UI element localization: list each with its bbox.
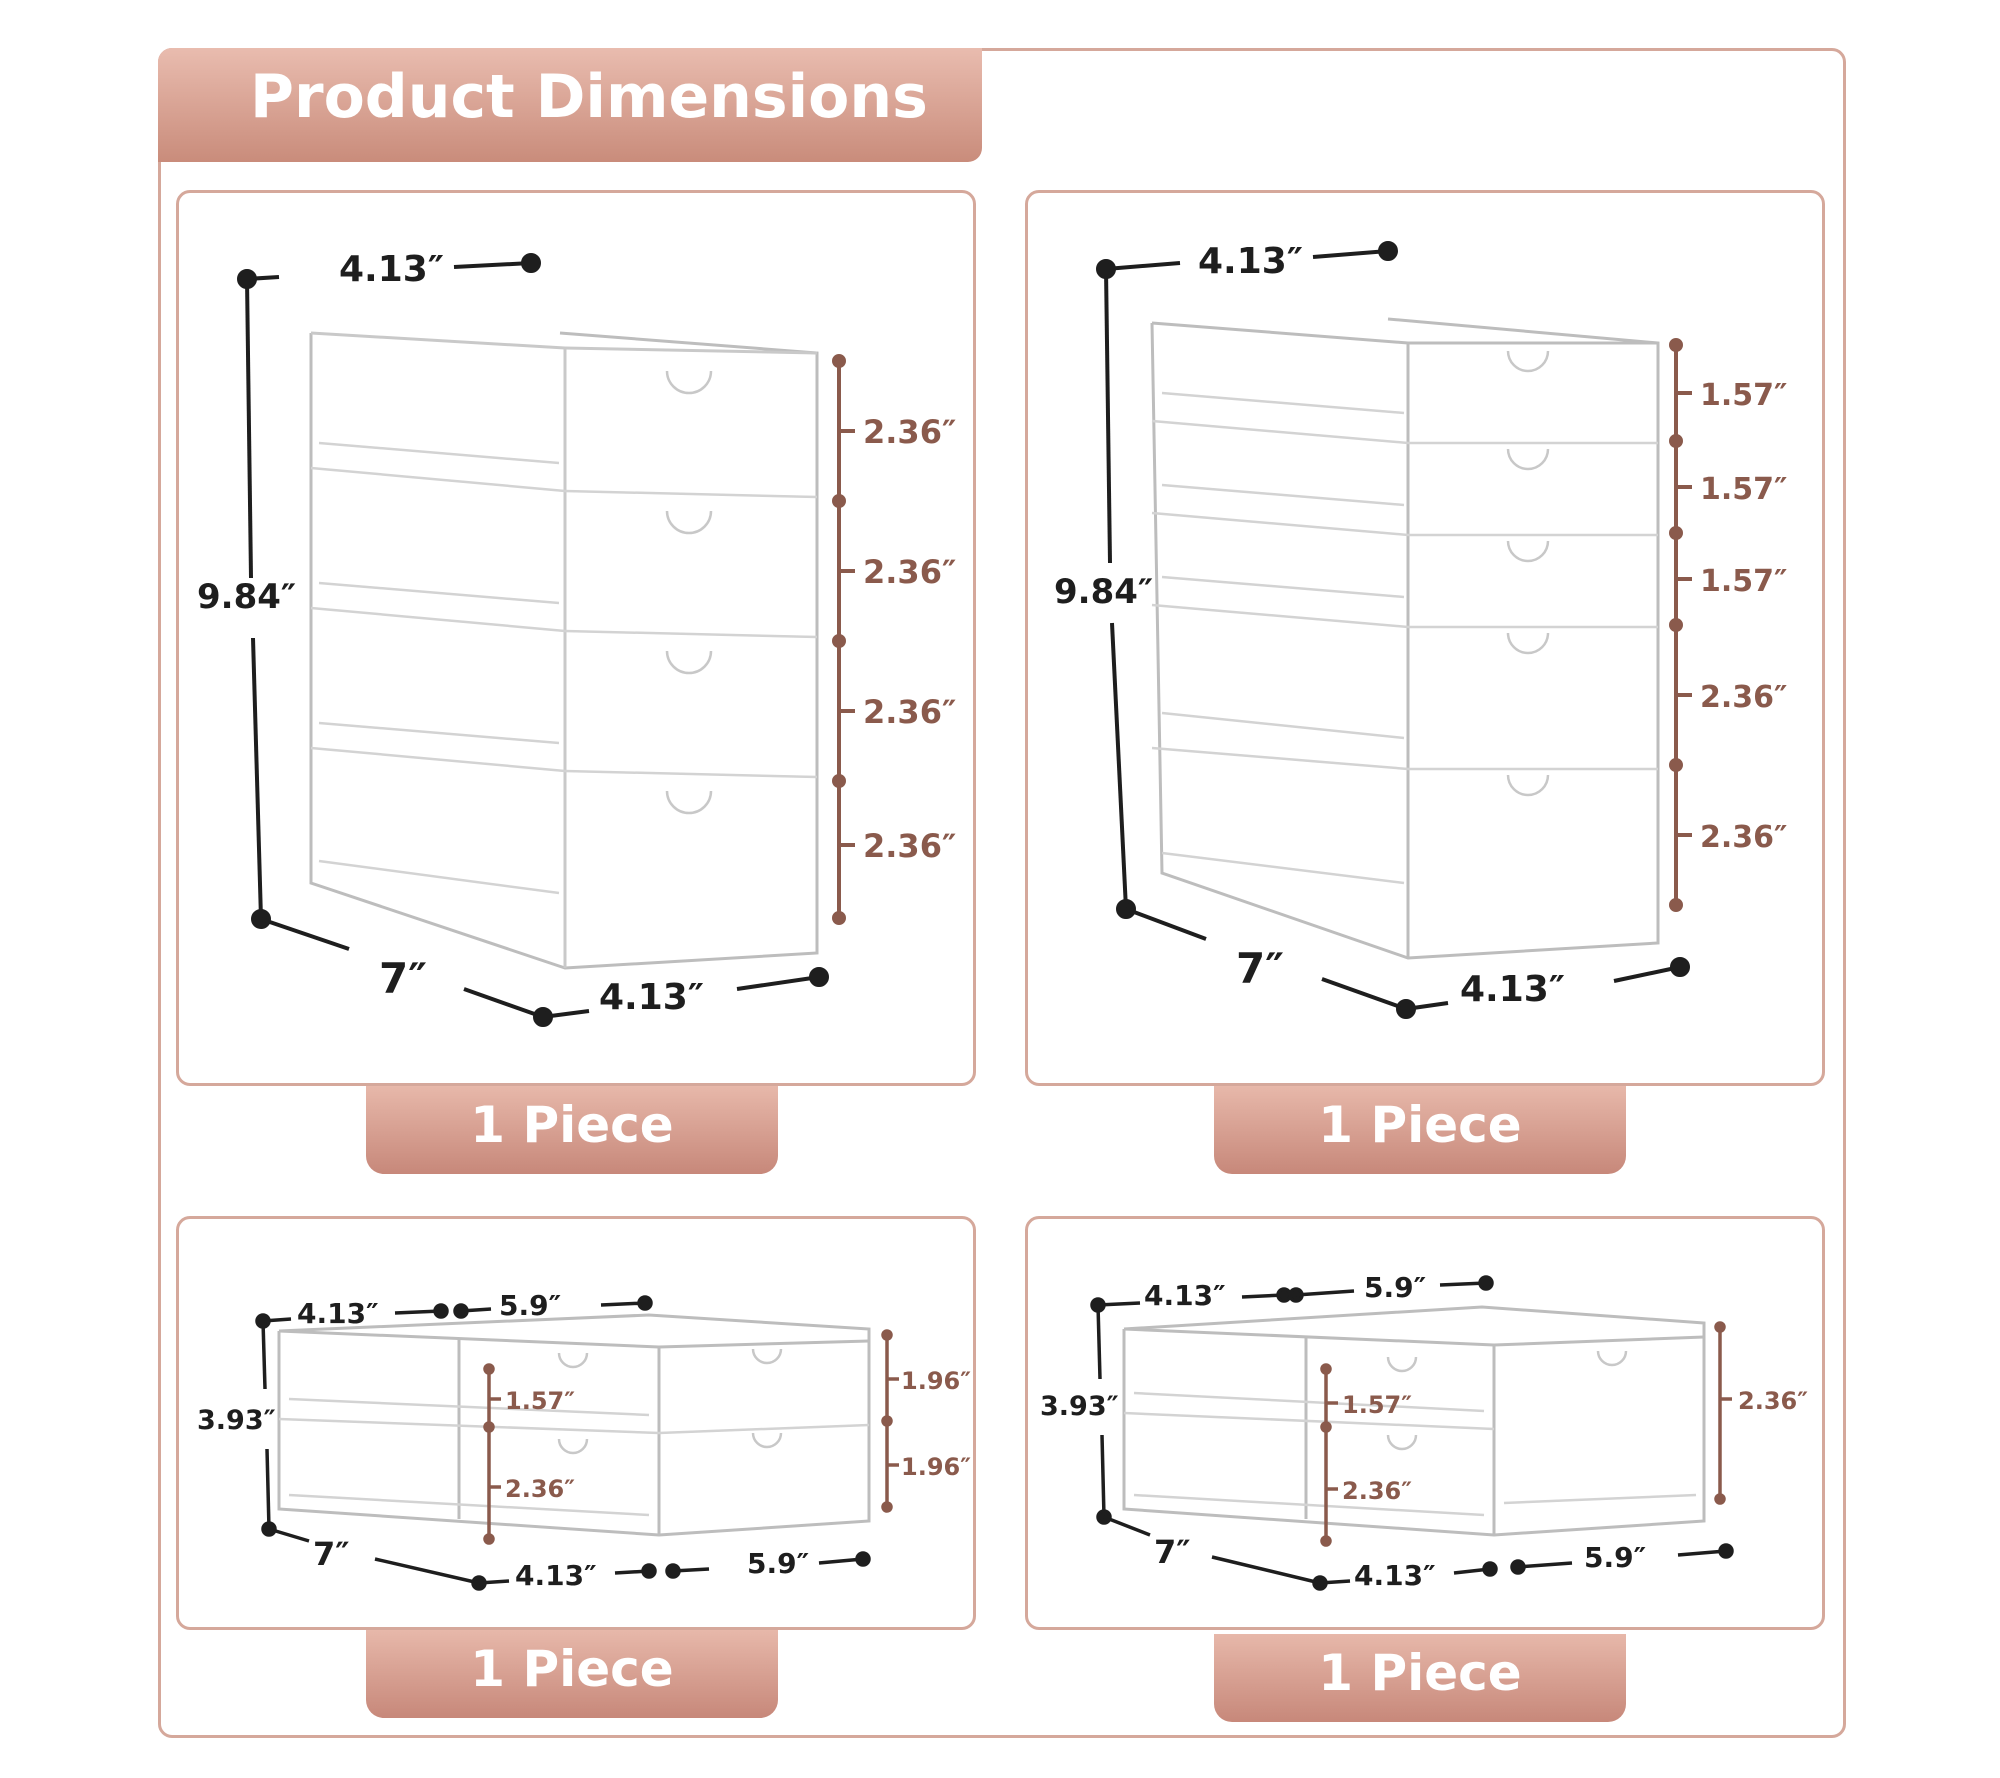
dim-side-width: 4.13″ <box>1460 969 1565 1010</box>
dim-front-length: 7″ <box>379 954 427 1003</box>
dim-height: 3.93″ <box>197 1405 276 1436</box>
piece-badge: 1 Piece <box>366 1086 778 1174</box>
inner-drawer-label: 1.57″ <box>1342 1391 1412 1419</box>
five-drawer-illustration: 4.13″ 9.84″ 7″ 4.13″ 1.57″ 1.57″ 1.57″ 2… <box>1054 241 1787 1019</box>
dim-height: 3.93″ <box>1040 1391 1119 1422</box>
dim-front-length: 7″ <box>1236 944 1284 993</box>
dimension-lines-black <box>237 253 829 1027</box>
dim-side-width: 4.13″ <box>599 977 704 1018</box>
dim-top-right: 5.9″ <box>1364 1271 1426 1304</box>
panel-wide-three-drawer: 4.13″ 5.9″ 3.93″ 7″ 4.13″ 5.9″ 1.57″ 2.3… <box>1025 1216 1825 1630</box>
drawer-height-label: 1.57″ <box>1700 564 1787 599</box>
drawer-height-label: 2.36″ <box>863 827 956 865</box>
dim-height: 9.84″ <box>197 577 296 617</box>
wide-three-drawer-illustration: 4.13″ 5.9″ 3.93″ 7″ 4.13″ 5.9″ 1.57″ 2.3… <box>1040 1271 1808 1592</box>
piece-badge: 1 Piece <box>1214 1086 1626 1174</box>
outer-drawer-label: 2.36″ <box>1738 1387 1808 1415</box>
piece-badge-label: 1 Piece <box>470 1096 674 1154</box>
dimension-lines-black <box>1090 1275 1734 1591</box>
piece-badge-label: 1 Piece <box>470 1640 674 1698</box>
dim-top-width: 4.13″ <box>339 249 444 290</box>
drawer-height-label: 2.36″ <box>863 553 956 591</box>
piece-badge: 1 Piece <box>366 1630 778 1718</box>
dim-bottom-right: 5.9″ <box>747 1547 809 1580</box>
outer-drawer-label: 1.96″ <box>901 1453 971 1481</box>
drawer-height-label: 1.57″ <box>1700 472 1787 507</box>
dim-height: 9.84″ <box>1054 572 1153 612</box>
drawer-handles <box>665 370 713 815</box>
drawer-height-label: 2.36″ <box>863 693 956 731</box>
title-banner: Product Dimensions <box>158 48 982 162</box>
dim-top-right: 5.9″ <box>499 1289 561 1322</box>
outer-drawer-bracket <box>1714 1321 1732 1505</box>
panel-five-drawer: 4.13″ 9.84″ 7″ 4.13″ 1.57″ 1.57″ 1.57″ 2… <box>1025 190 1825 1086</box>
dim-top-left: 4.13″ <box>297 1297 379 1330</box>
outer-drawer-label: 1.96″ <box>901 1367 971 1395</box>
dim-top-width: 4.13″ <box>1198 241 1303 282</box>
dimension-lines-black <box>1096 241 1690 1019</box>
drawer-height-label: 1.57″ <box>1700 378 1787 413</box>
inner-drawer-label: 2.36″ <box>505 1475 575 1503</box>
inner-drawer-label: 1.57″ <box>505 1387 575 1415</box>
outer-frame <box>158 48 1846 1738</box>
dim-bottom-right: 5.9″ <box>1584 1541 1646 1574</box>
piece-badge-label: 1 Piece <box>1318 1644 1522 1702</box>
drawer-handles <box>1386 1350 1628 1451</box>
dim-top-left: 4.13″ <box>1144 1279 1226 1312</box>
drawer-height-label: 2.36″ <box>1700 820 1787 855</box>
drawer-handles <box>1506 350 1550 797</box>
dim-bottom-mid: 4.13″ <box>1354 1559 1436 1592</box>
inner-drawer-bracket <box>1320 1363 1338 1547</box>
four-drawer-illustration: 4.13″ 9.84″ 7″ 4.13″ 2.36″ 2.36″ 2.36″ 2… <box>197 249 956 1027</box>
inner-drawer-label: 2.36″ <box>1342 1477 1412 1505</box>
page-title: Product Dimensions <box>250 62 928 132</box>
dim-front-length: 7″ <box>1154 1533 1191 1571</box>
drawer-handles <box>557 1348 783 1455</box>
drawer-height-label: 2.36″ <box>863 413 956 451</box>
piece-badge: 1 Piece <box>1214 1634 1626 1722</box>
drawer-height-label: 2.36″ <box>1700 680 1787 715</box>
dim-bottom-mid: 4.13″ <box>515 1559 597 1592</box>
panel-wide-four-drawer: 4.13″ 5.9″ 3.93″ 7″ 4.13″ 5.9″ 1.57″ 2.3… <box>176 1216 976 1630</box>
drawer-height-bracket <box>832 354 855 925</box>
outer-drawer-bracket <box>881 1329 899 1513</box>
dim-front-length: 7″ <box>313 1535 350 1573</box>
drawer-height-bracket <box>1669 338 1692 912</box>
inner-drawer-bracket <box>483 1363 501 1545</box>
panel-four-drawer: 4.13″ 9.84″ 7″ 4.13″ 2.36″ 2.36″ 2.36″ 2… <box>176 190 976 1086</box>
dimension-lines-black <box>255 1295 871 1591</box>
piece-badge-label: 1 Piece <box>1318 1096 1522 1154</box>
wide-four-drawer-illustration: 4.13″ 5.9″ 3.93″ 7″ 4.13″ 5.9″ 1.57″ 2.3… <box>197 1289 971 1592</box>
